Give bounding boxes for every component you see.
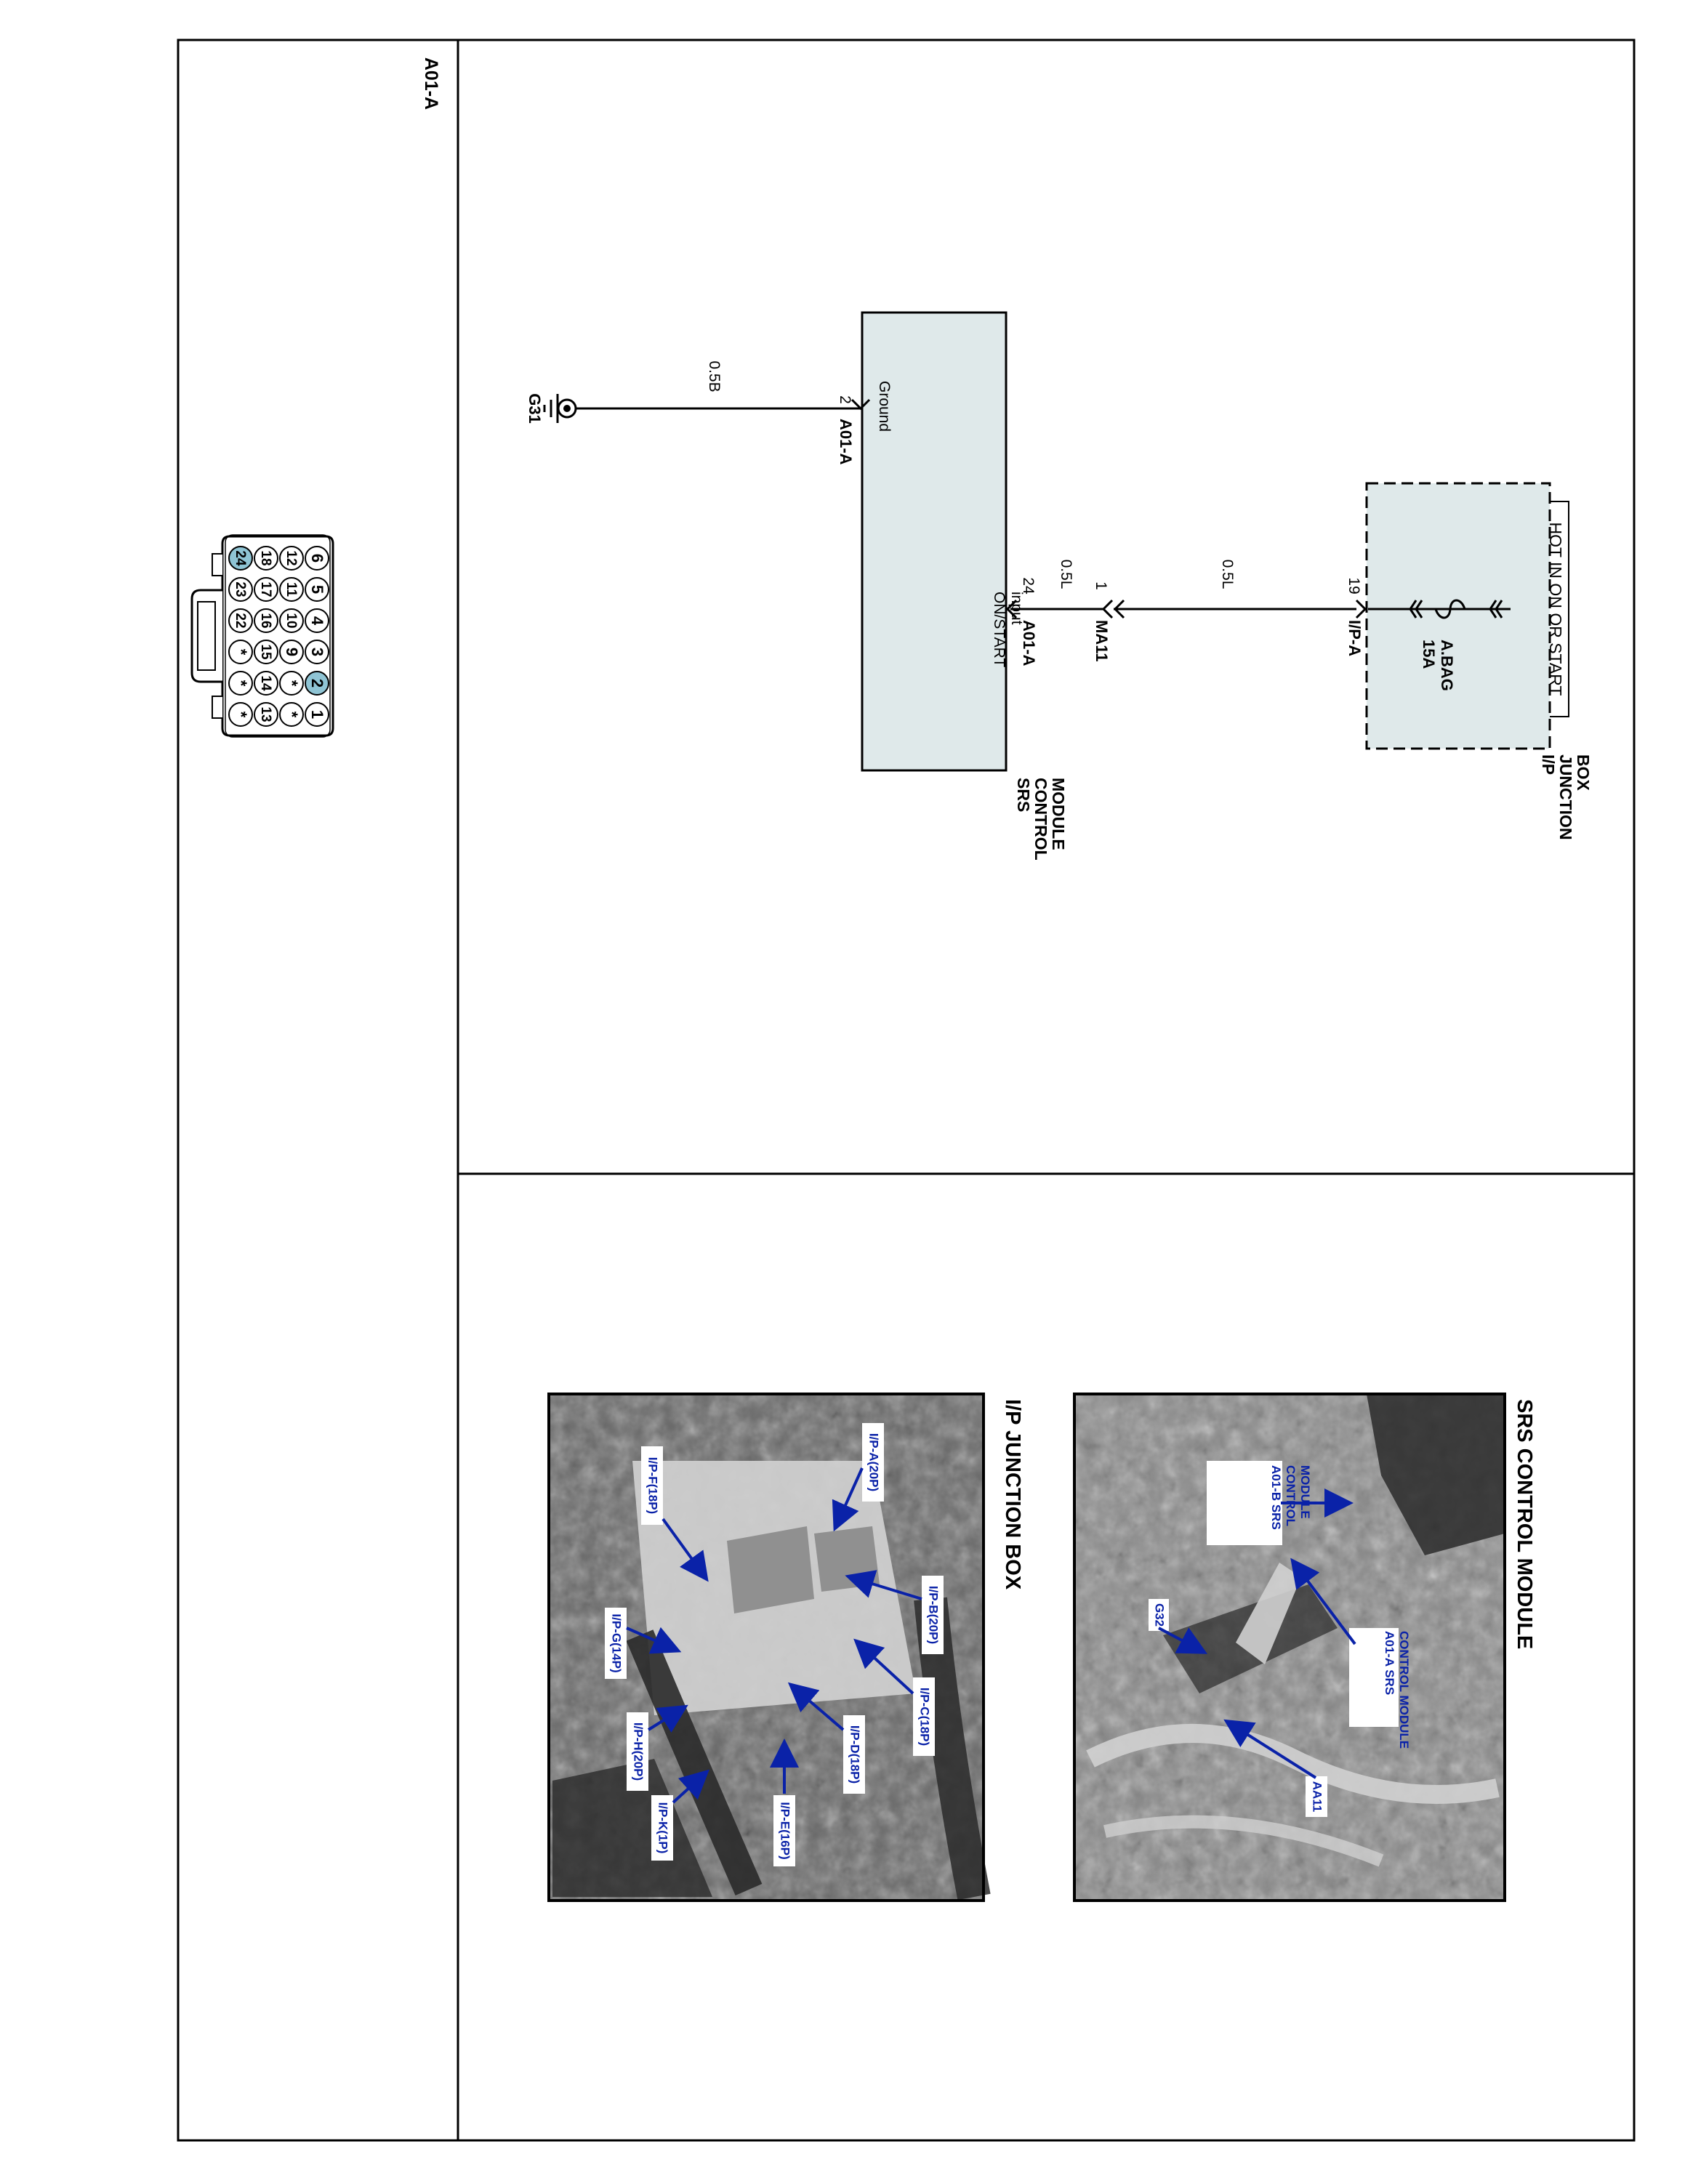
connector-pin: [228, 546, 253, 571]
connector-pin: [254, 577, 278, 602]
srs-control-module: [861, 311, 1008, 772]
photos-panel: SRS CONTROL MODULE A01-B SRS CONTROL MOD…: [547, 1393, 1536, 1902]
ipa-connector-symbol: [1355, 599, 1367, 619]
srs-input-connector: A01-A: [1020, 620, 1038, 666]
connector-pin: [279, 640, 304, 664]
callout-ipa: I/P-A(20P): [867, 1433, 881, 1491]
connector-pin: [254, 640, 278, 664]
connector-pin-label: *: [232, 649, 250, 656]
connector-pin-label: 17: [258, 581, 273, 597]
connector-pin-label: 9: [283, 648, 301, 656]
connector-pin: [279, 546, 304, 571]
srs-input-pin: 24: [1020, 577, 1037, 595]
jb-photo-title: I/P JUNCTION BOX: [1001, 1399, 1024, 1590]
connector-pin: [228, 640, 253, 664]
connector-pin: [279, 608, 304, 633]
connector-pin: [279, 702, 304, 727]
ipa-connector: I/P-A: [1346, 620, 1364, 656]
srs-photo-title: SRS CONTROL MODULE: [1513, 1399, 1536, 1649]
schematic: HOT IN ON OR START I/P JUNCTION BOX A.BA…: [526, 311, 1593, 865]
connector-pin-label: 1: [308, 710, 326, 719]
connector-pin: [254, 608, 278, 633]
connector-pin: [254, 546, 278, 571]
callout-a01b: A01-B SRS CONTROL MODULE: [1269, 1465, 1312, 1534]
connector-strip: A01-A 123456**9101112131415161718***2223…: [190, 57, 441, 738]
connector-pin-label: *: [283, 712, 301, 718]
connector-pin-label: 4: [308, 616, 326, 626]
connector-pin: [279, 671, 304, 696]
connector-pin: [305, 546, 329, 571]
connector-pin-label: 13: [258, 706, 273, 722]
connector-pin-label: 6: [308, 554, 326, 563]
wire-top-spec: 0.5L: [1219, 560, 1236, 589]
callout-g32: G32: [1153, 1603, 1167, 1627]
connector-pin-label: *: [232, 680, 250, 687]
wire-mid-spec: 0.5L: [1058, 560, 1074, 589]
connector-pin-label: 11: [283, 582, 299, 597]
connector-pin-label: 14: [258, 675, 273, 691]
connector-pin-label: 23: [233, 581, 248, 597]
feed-circuit: [1368, 599, 1511, 619]
fuse-rating: 15A: [1420, 640, 1438, 669]
callout-ipd: I/P-D(18P): [848, 1725, 862, 1784]
callout-a01a: A01-A SRS CONTROL MODULE: [1383, 1631, 1411, 1749]
connector-pin: [305, 671, 329, 696]
wire-ground-spec: 0.5B: [706, 360, 723, 392]
connector-pin-label: 12: [283, 550, 299, 565]
connector-pin: [305, 640, 329, 664]
srs-input-pin-symbol: [1005, 599, 1018, 619]
connector-pin: [305, 577, 329, 602]
connector-pin-label: 2: [308, 679, 326, 688]
connector-pin: [305, 702, 329, 727]
page-label: A01-A: [421, 57, 441, 110]
junction-box: [1365, 482, 1551, 750]
junction-box-name: I/P JUNCTION BOX: [1539, 754, 1593, 845]
callout-ipg: I/P-G(14P): [610, 1613, 624, 1672]
connector-pin: [254, 671, 278, 696]
connector-pin: [279, 577, 304, 602]
ground-symbol-icon: [543, 394, 577, 423]
connector-pin: [228, 671, 253, 696]
connector-pin-label: 16: [258, 613, 273, 628]
srs-module-name: SRS CONTROL MODULE: [1014, 778, 1068, 865]
srs-photo-callouts: A01-B SRS CONTROL MODULE A01-A SRS CONTR…: [1149, 1461, 1411, 1817]
connector-pin: [228, 577, 253, 602]
jb-photo-callouts: I/P-A(20P) I/P-B(20P) I/P-C(18P) I/P-D(1…: [605, 1423, 944, 1866]
srs-ground-connector: A01-A: [837, 419, 855, 465]
callout-ipf: I/P-F(18P): [646, 1457, 660, 1514]
fuse-name: A.BAG: [1438, 640, 1456, 691]
srs-module-photo: [1073, 1393, 1506, 1902]
srs-ground-pin-label: Ground: [876, 381, 893, 432]
connector-pin: [228, 608, 253, 633]
callout-ipc: I/P-C(18P): [918, 1688, 932, 1746]
fuse-icon: [1434, 599, 1466, 619]
srs-input-label: ON/START input: [991, 592, 1025, 672]
callout-ipk: I/P-K(1P): [656, 1802, 670, 1854]
connector-pin-label: 18: [258, 550, 273, 565]
connector-pin-label: *: [232, 712, 250, 718]
ground-name: G31: [526, 393, 544, 424]
connector-pin-label: *: [283, 680, 301, 687]
ma11-connector: MA11: [1093, 620, 1111, 661]
srs-ground-pin: 2: [837, 395, 853, 404]
connector-pin-label: 3: [308, 648, 326, 656]
connector-pin: [254, 702, 278, 727]
connector-pin-label: 10: [283, 613, 299, 628]
callout-ipb: I/P-B(20P): [927, 1586, 941, 1644]
connector-pin-label: 15: [258, 644, 273, 660]
connector-pin: [228, 702, 253, 727]
connector-pin-label: 22: [233, 613, 248, 628]
ma11-pin: 1: [1093, 581, 1109, 590]
callout-aa11: AA11: [1311, 1781, 1324, 1813]
connector-pin-label: 24: [233, 550, 248, 566]
connector-pin-label: 5: [308, 585, 326, 594]
connector-pin: [305, 608, 329, 633]
page-frame: [177, 39, 1636, 2142]
callout-iph: I/P-H(20P): [632, 1722, 646, 1781]
callout-ipe: I/P-E(16P): [779, 1802, 792, 1859]
ipa-pin: 19: [1346, 577, 1362, 594]
